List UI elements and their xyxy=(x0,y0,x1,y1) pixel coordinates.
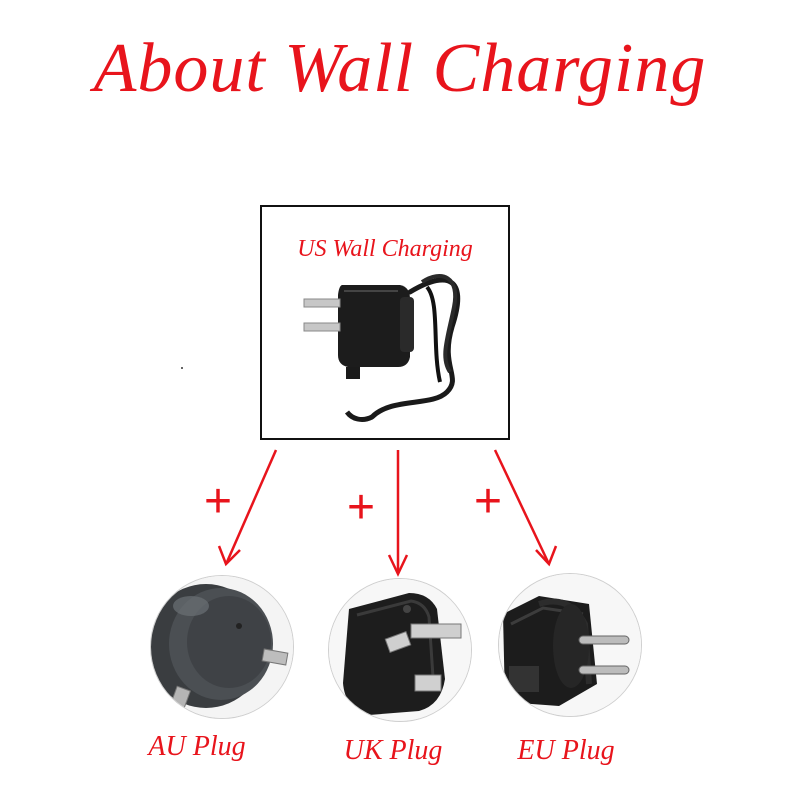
eu-plug-image xyxy=(498,573,642,717)
plus-icon-au: + xyxy=(204,475,233,528)
au-plug-label: AU Plug xyxy=(148,731,246,762)
plus-icon-uk: + xyxy=(347,481,376,534)
us-charger-box: US Wall Charging xyxy=(260,205,510,440)
us-charger-image xyxy=(303,274,461,422)
stray-dot xyxy=(181,367,183,369)
us-charger-label: US Wall Charging xyxy=(297,236,473,262)
arrowhead-eu xyxy=(535,545,558,567)
page-title: About Wall Charging xyxy=(93,30,707,107)
arrowhead-au xyxy=(217,545,241,567)
uk-plug-adapter-icon xyxy=(329,579,471,721)
au-plug-adapter-icon xyxy=(151,576,293,718)
uk-plug-image xyxy=(328,578,472,722)
arrow-to-eu xyxy=(493,449,550,563)
arrow-to-au xyxy=(225,449,278,563)
plus-icon-eu: + xyxy=(474,475,503,528)
au-plug-image xyxy=(150,575,294,719)
eu-plug-adapter-icon xyxy=(499,574,641,716)
eu-plug-label: EU Plug xyxy=(517,735,615,766)
uk-plug-label: UK Plug xyxy=(343,735,443,766)
arrowhead-uk xyxy=(387,554,409,577)
